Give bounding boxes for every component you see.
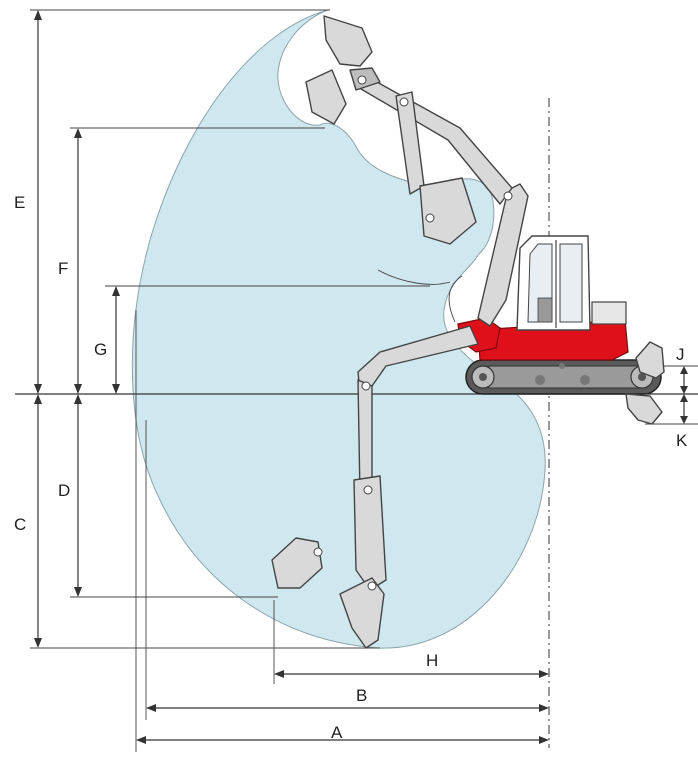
dimension-C <box>34 394 42 648</box>
dimension-H <box>274 670 549 678</box>
label-F: F <box>58 259 68 278</box>
dimension-E <box>34 10 42 394</box>
operator-cab <box>516 235 591 331</box>
counterweight <box>591 301 627 325</box>
label-K: K <box>676 431 688 450</box>
label-B: B <box>356 686 367 705</box>
inner-reach-arc-lower <box>448 275 463 323</box>
dimension-G <box>112 286 120 394</box>
dimension-F <box>74 128 82 394</box>
crawler-track <box>465 359 662 395</box>
label-J: J <box>676 345 685 364</box>
dimension-J <box>650 365 698 394</box>
label-E: E <box>14 193 25 212</box>
attachment-max-depth <box>271 325 479 649</box>
inner-reach-arc <box>377 269 451 285</box>
label-A: A <box>331 723 343 742</box>
label-C: C <box>14 515 26 534</box>
dozer-blade-lowered <box>625 393 663 425</box>
attachment-max-height <box>305 15 529 327</box>
label-H: H <box>426 651 438 670</box>
label-G: G <box>94 340 107 359</box>
dozer-blade-raised <box>635 341 665 379</box>
excavator <box>457 235 665 425</box>
dimension-D <box>74 394 82 597</box>
dimension-K <box>645 394 698 425</box>
dimension-B <box>146 704 549 712</box>
label-D: D <box>58 481 70 500</box>
dimension-A <box>136 736 549 744</box>
